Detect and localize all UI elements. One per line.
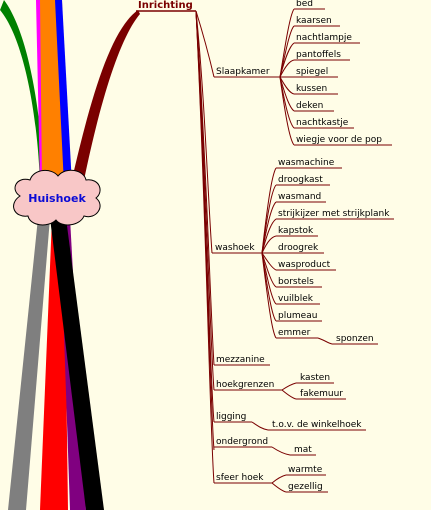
branch-mezzanine[interactable]: mezzanine (214, 355, 270, 366)
leaf-wasproduct[interactable]: wasproduct (278, 260, 331, 270)
branch-washoek[interactable]: washoek wasmachine droogkast wasmand str… (212, 158, 394, 345)
leaf-deken[interactable]: deken (296, 101, 323, 111)
root-node[interactable]: Huishoek (13, 169, 101, 226)
leaf-wasmachine[interactable]: wasmachine (278, 158, 335, 168)
slaapkamer-connectors (279, 8, 295, 146)
leaf-gezellig[interactable]: gezellig (288, 482, 323, 492)
branch-label-slaapkamer: Slaapkamer (216, 67, 270, 77)
root-spokes (0, 0, 140, 510)
branch-ondergrond[interactable]: ondergrond mat (214, 437, 316, 456)
leaf-nachtlampje[interactable]: nachtlampje (296, 33, 352, 43)
branch-label-ondergrond: ondergrond (216, 437, 268, 447)
washoek-leaves: wasmachine droogkast wasmand strijkijzer… (276, 158, 394, 345)
leaf-nachtkastje[interactable]: nachtkastje (296, 118, 349, 128)
blue-spoke (55, 0, 72, 185)
branch-ligging[interactable]: ligging t.o.v. de winkelhoek (214, 412, 366, 431)
leaf-kaarsen[interactable]: kaarsen (296, 16, 332, 26)
leaf-tov-winkelhoek[interactable]: t.o.v. de winkelhoek (272, 420, 362, 430)
leaf-wasmand[interactable]: wasmand (278, 192, 321, 202)
sfeer-connectors (271, 474, 287, 493)
leaf-warmte[interactable]: warmte (288, 465, 323, 475)
branch-label-washoek: washoek (215, 243, 255, 253)
leaf-bed[interactable]: bed (296, 0, 313, 9)
leaf-vuilblek[interactable]: vuilblek (278, 294, 314, 304)
top-branch-node[interactable]: Inrichting (136, 0, 196, 12)
branch-sfeer-hoek[interactable]: sfeer hoek warmte gezellig (214, 465, 328, 493)
leaf-fakemuur[interactable]: fakemuur (300, 389, 343, 399)
leaf-plumeau[interactable]: plumeau (278, 311, 317, 321)
maroon-spoke (70, 10, 140, 190)
leaf-kasten[interactable]: kasten (300, 373, 330, 383)
leaf-droogkast[interactable]: droogkast (278, 175, 323, 185)
green-spoke (0, 0, 44, 185)
leaf-emmer[interactable]: emmer (278, 328, 311, 338)
root-cloud-shape (13, 169, 101, 226)
top-branch-label: Inrichting (138, 0, 193, 11)
leaf-droogrek[interactable]: droogrek (278, 243, 319, 253)
branch-label-mezzanine: mezzanine (216, 355, 265, 365)
branch-label-sfeer-hoek: sfeer hoek (216, 473, 264, 483)
branch-label-ligging: ligging (216, 412, 246, 422)
root-label: Huishoek (28, 192, 86, 205)
branch-label-hoekgrenzen: hoekgrenzen (216, 380, 274, 390)
branch-slaapkamer[interactable]: Slaapkamer bed kaarsen nachtlampje panto… (214, 0, 392, 146)
leaf-wiegje[interactable]: wiegje voor de pop (296, 135, 382, 145)
branch-connectors (195, 10, 215, 484)
gray-spoke (8, 218, 50, 510)
leaf-mat[interactable]: mat (294, 445, 312, 455)
leaf-spiegel[interactable]: spiegel (296, 67, 328, 77)
leaf-kussen[interactable]: kussen (296, 84, 327, 94)
hoekgrenzen-connectors (281, 382, 297, 400)
leaf-borstels[interactable]: borstels (278, 277, 314, 287)
black-spoke (50, 218, 104, 510)
slaapkamer-leaves: bed kaarsen nachtlampje pantoffels spieg… (294, 0, 392, 146)
branch-hoekgrenzen[interactable]: hoekgrenzen kasten fakemuur (214, 373, 346, 400)
washoek-connectors (261, 167, 333, 345)
leaf-pantoffels[interactable]: pantoffels (296, 50, 341, 60)
leaf-kapstok[interactable]: kapstok (278, 226, 314, 236)
leaf-strijkijzer[interactable]: strijkijzer met strijkplank (278, 209, 390, 219)
leaf-sponzen[interactable]: sponzen (336, 334, 374, 344)
